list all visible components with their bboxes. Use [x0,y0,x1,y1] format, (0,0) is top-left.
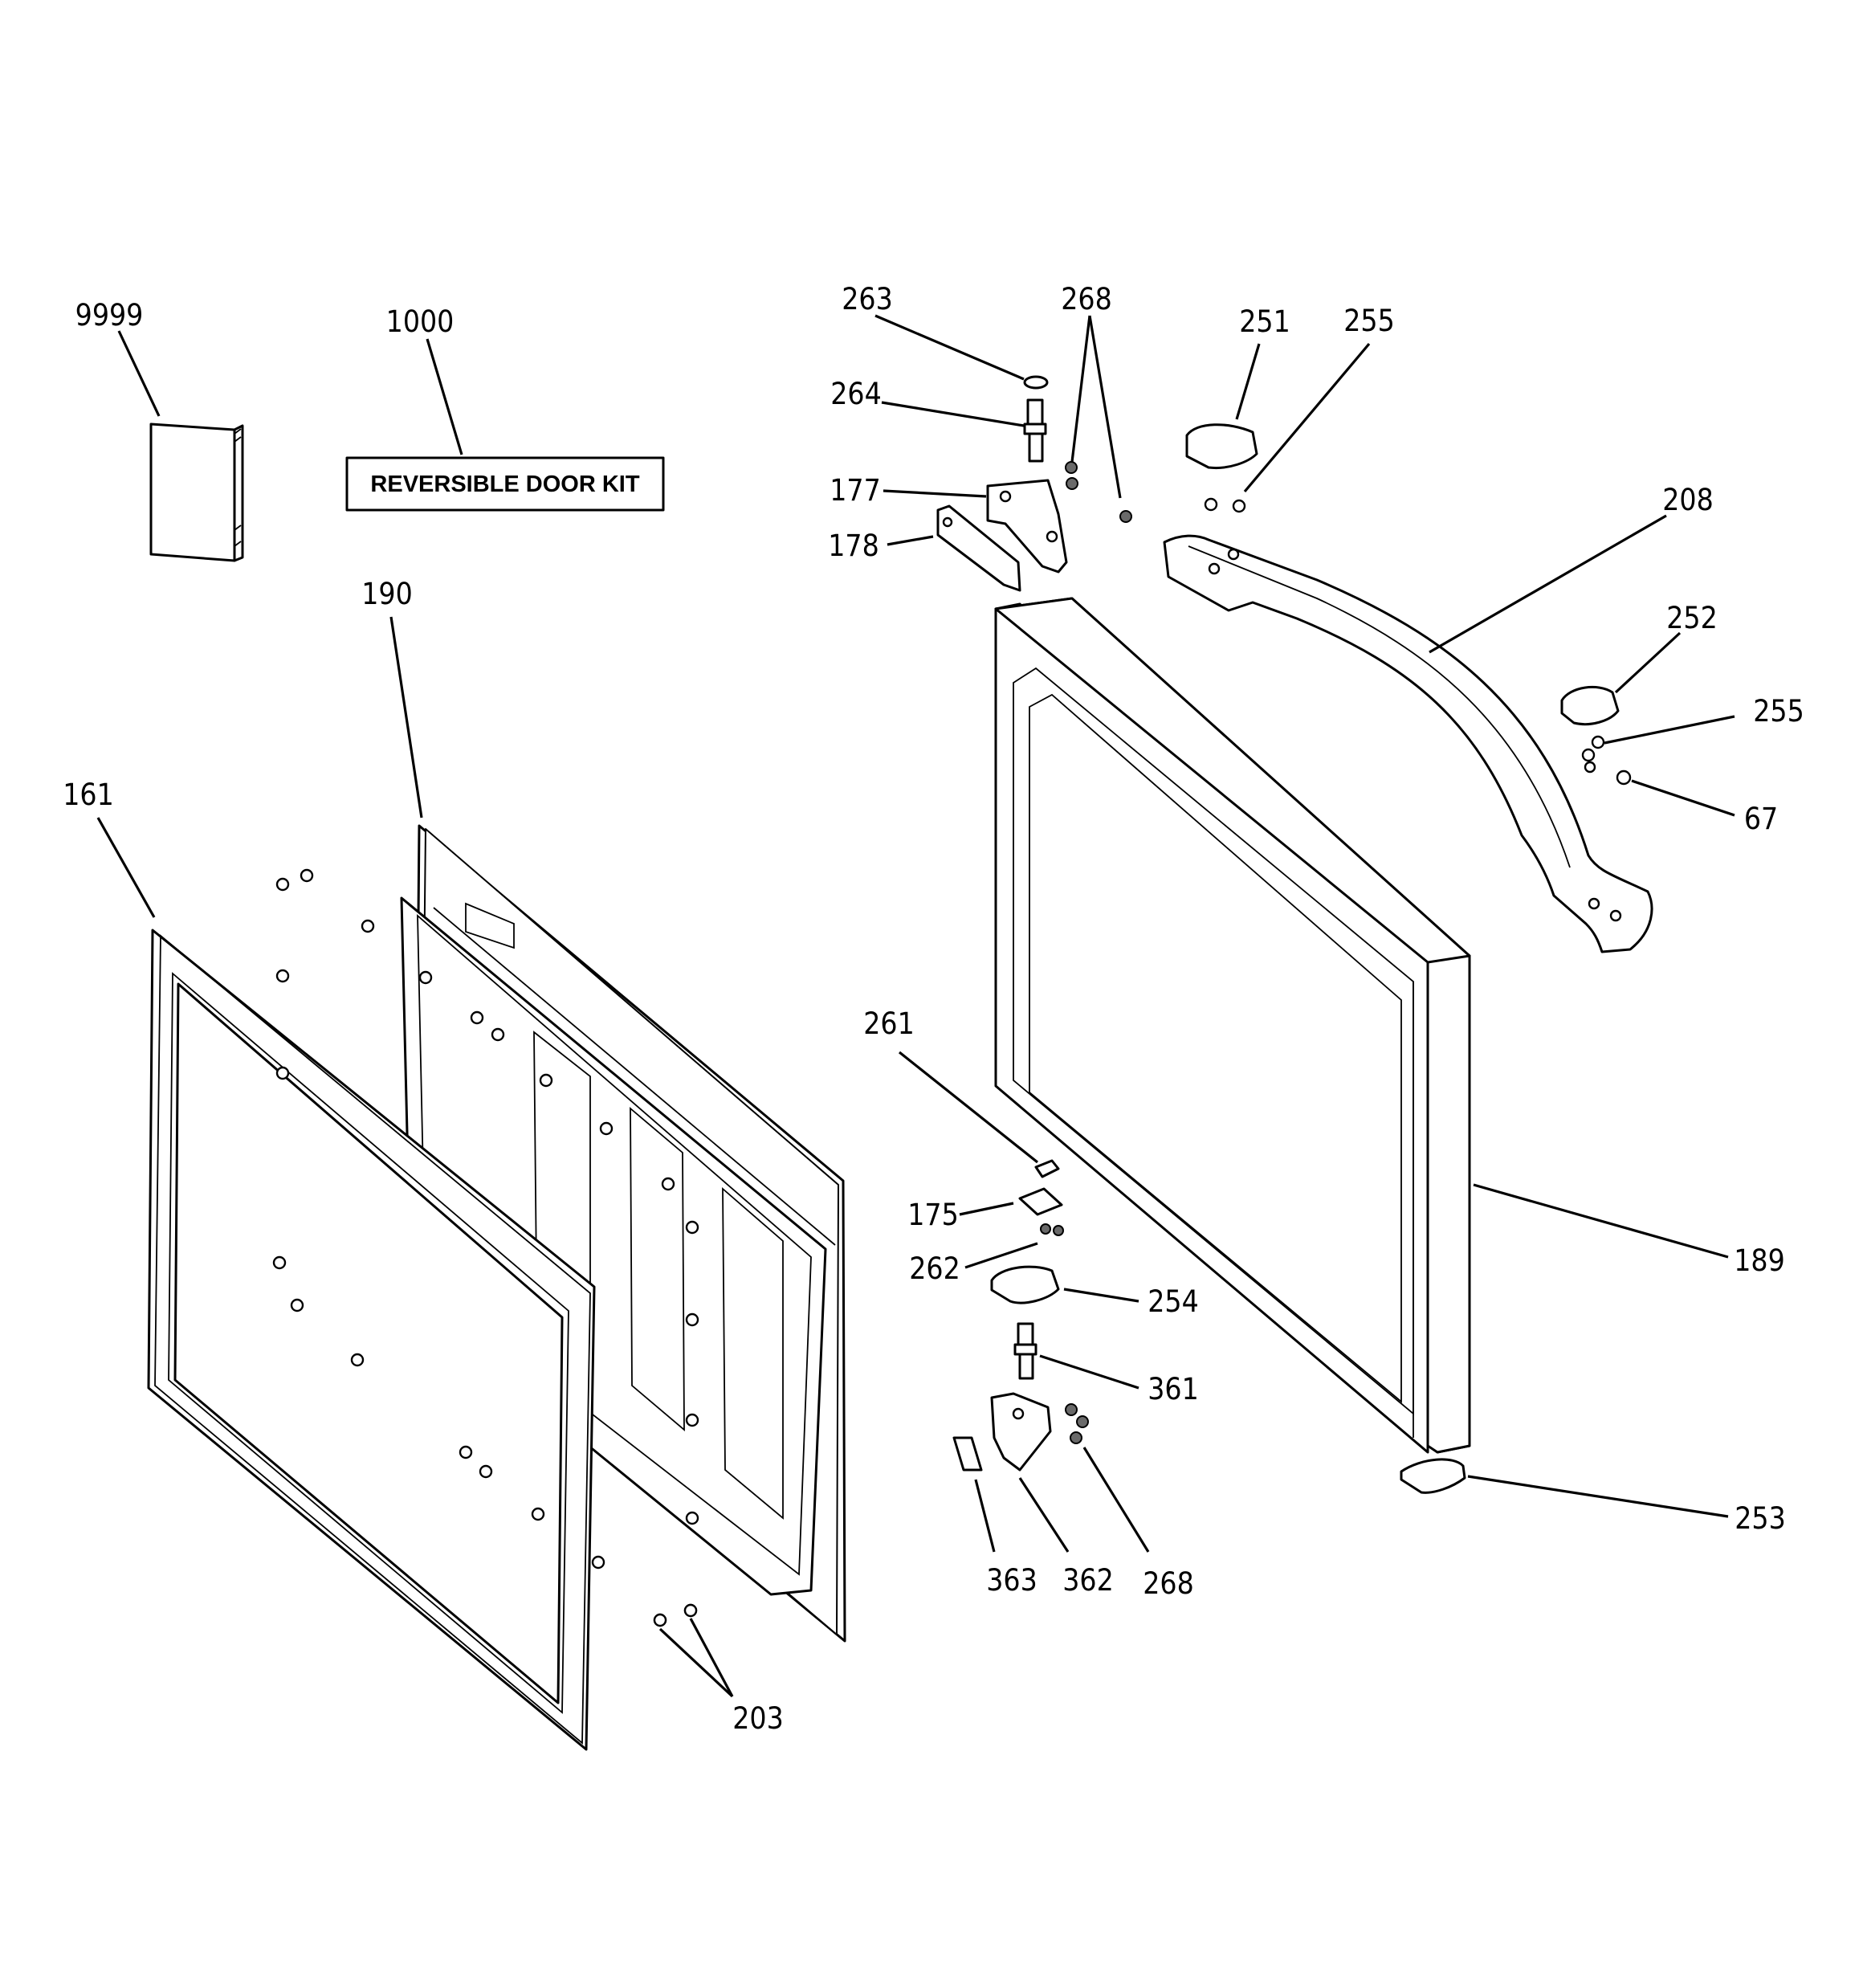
callout-262: 262 [909,1251,960,1286]
callout-255-top: 255 [1343,304,1395,338]
top-washer [1023,375,1049,390]
handle-screws [1204,497,1632,786]
top-hinge [986,479,1068,574]
liner-screws-203 [653,1603,698,1627]
bottom-hinge-cover-254 [990,1265,1060,1304]
bottom-screws-262 [1040,1223,1064,1236]
callout-268-top: 268 [1061,282,1112,316]
reversible-door-kit: REVERSIBLE DOOR KIT [345,456,665,512]
callout-261: 261 [863,1006,915,1041]
callout-203: 203 [732,1701,784,1736]
leader-lines [96,314,1735,1698]
callout-263: 263 [842,282,893,316]
callout-363: 363 [986,1563,1037,1598]
callout-67: 67 [1744,802,1778,836]
top-hinge-screws [1065,461,1132,523]
bottom-hinge-362 [990,1392,1052,1472]
bottom-screws-268 [1065,1403,1089,1444]
fresh-food-door [994,597,1471,1454]
reversible-door-kit-label: REVERSIBLE DOOR KIT [370,471,639,497]
bottom-cap-253 [1400,1458,1466,1494]
door-liner [400,824,846,1643]
callout-362: 362 [1062,1563,1114,1598]
callout-208: 208 [1662,483,1714,517]
callout-labels: 9999 1000 190 161 203 263 268 264 177 17… [63,282,1804,1736]
bottom-hinge-pin-361 [1013,1322,1037,1380]
callout-361: 361 [1148,1372,1199,1406]
callout-175: 175 [907,1198,959,1232]
callout-251: 251 [1239,304,1290,339]
callout-255-right: 255 [1753,694,1804,729]
bottom-hinge-shim-363 [952,1436,983,1472]
callout-254: 254 [1148,1284,1199,1319]
top-hinge-pin [1023,398,1047,463]
door-gasket [147,929,596,1751]
door-handle [1163,534,1653,953]
bottom-hinge-plate-175 [1018,1187,1063,1216]
callout-252: 252 [1666,601,1718,635]
callout-253: 253 [1735,1501,1786,1536]
bottom-hinge-shim-261 [1034,1159,1060,1178]
callout-177: 177 [830,473,881,508]
callout-9999: 9999 [75,298,144,333]
callout-264: 264 [830,377,882,411]
callout-190: 190 [361,577,413,611]
callout-178: 178 [828,529,879,563]
owner-manual [149,423,244,562]
handle-end-cap-251 [1185,423,1258,470]
hinge-shim [936,504,1021,592]
callout-268-bottom: 268 [1143,1566,1194,1601]
callout-161: 161 [63,778,114,812]
callout-189: 189 [1734,1243,1785,1278]
callout-1000: 1000 [386,304,455,339]
handle-end-cap-252 [1560,685,1620,726]
